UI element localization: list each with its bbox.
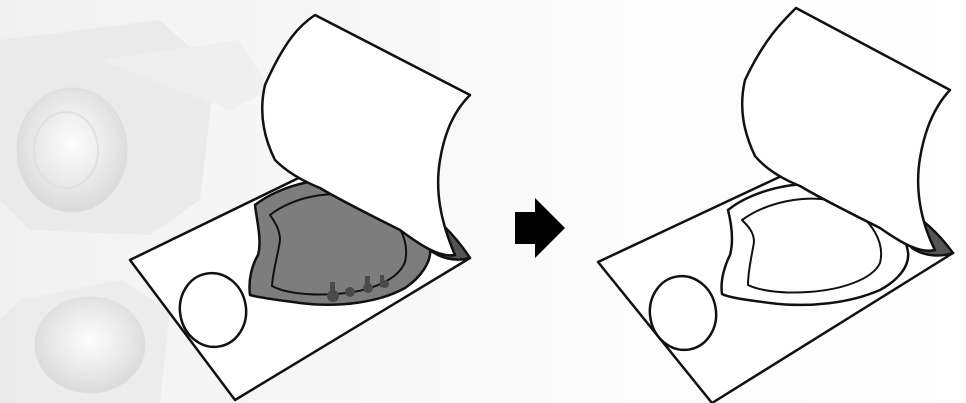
arrow-right-icon bbox=[515, 198, 565, 258]
peel-illustration-after bbox=[598, 8, 953, 403]
lens-bubble-icon-2 bbox=[35, 297, 145, 393]
